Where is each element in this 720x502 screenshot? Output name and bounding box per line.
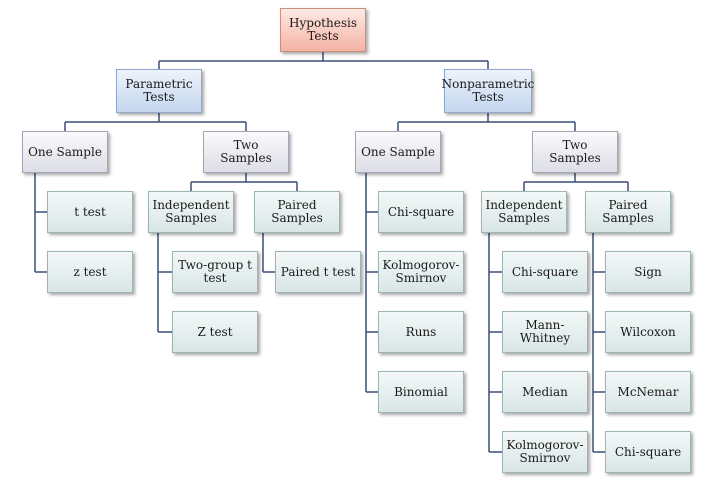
node-nonparametric-one-sample: One Sample xyxy=(355,131,441,173)
node-np-one-binomial: Binomial xyxy=(378,371,464,413)
node-nonparametric-two-samples: Two Samples xyxy=(532,131,618,173)
node-parametric-paired-samples: Paired Samples xyxy=(254,191,340,233)
node-parametric-independent-samples: Independent Samples xyxy=(148,191,234,233)
node-np-paired-mcnemar: McNemar xyxy=(605,371,691,413)
node-np-one-chi-square: Chi-square xyxy=(378,191,464,233)
node-np-ind-mann-whitney: Mann-Whitney xyxy=(502,311,588,353)
node-parametric-two-samples: Two Samples xyxy=(203,131,289,173)
node-t-test: t test xyxy=(47,191,133,233)
node-np-ind-kolmogorov-smirnov: Kolmogorov-Smirnov xyxy=(502,431,588,473)
node-z-test: z test xyxy=(47,251,133,293)
node-paired-t-test: Paired t test xyxy=(275,251,361,293)
node-np-independent-samples: Independent Samples xyxy=(481,191,567,233)
node-np-paired-chi-square: Chi-square xyxy=(605,431,691,473)
node-np-one-kolmogorov-smirnov: Kolmogorov-Smirnov xyxy=(378,251,464,293)
node-np-ind-chi-square: Chi-square xyxy=(502,251,588,293)
node-two-group-t-test: Two-group t test xyxy=(172,251,258,293)
node-np-ind-median: Median xyxy=(502,371,588,413)
node-np-paired-sign: Sign xyxy=(605,251,691,293)
node-np-one-runs: Runs xyxy=(378,311,464,353)
node-parametric-tests: Parametric Tests xyxy=(116,69,202,113)
node-parametric-one-sample: One Sample xyxy=(22,131,108,173)
node-hypothesis-tests: Hypothesis Tests xyxy=(280,8,366,52)
node-np-paired-wilcoxon: Wilcoxon xyxy=(605,311,691,353)
node-nonparametric-tests: Nonparametric Tests xyxy=(442,69,534,113)
node-np-paired-samples: Paired Samples xyxy=(585,191,671,233)
node-z-test-independent: Z test xyxy=(172,311,258,353)
